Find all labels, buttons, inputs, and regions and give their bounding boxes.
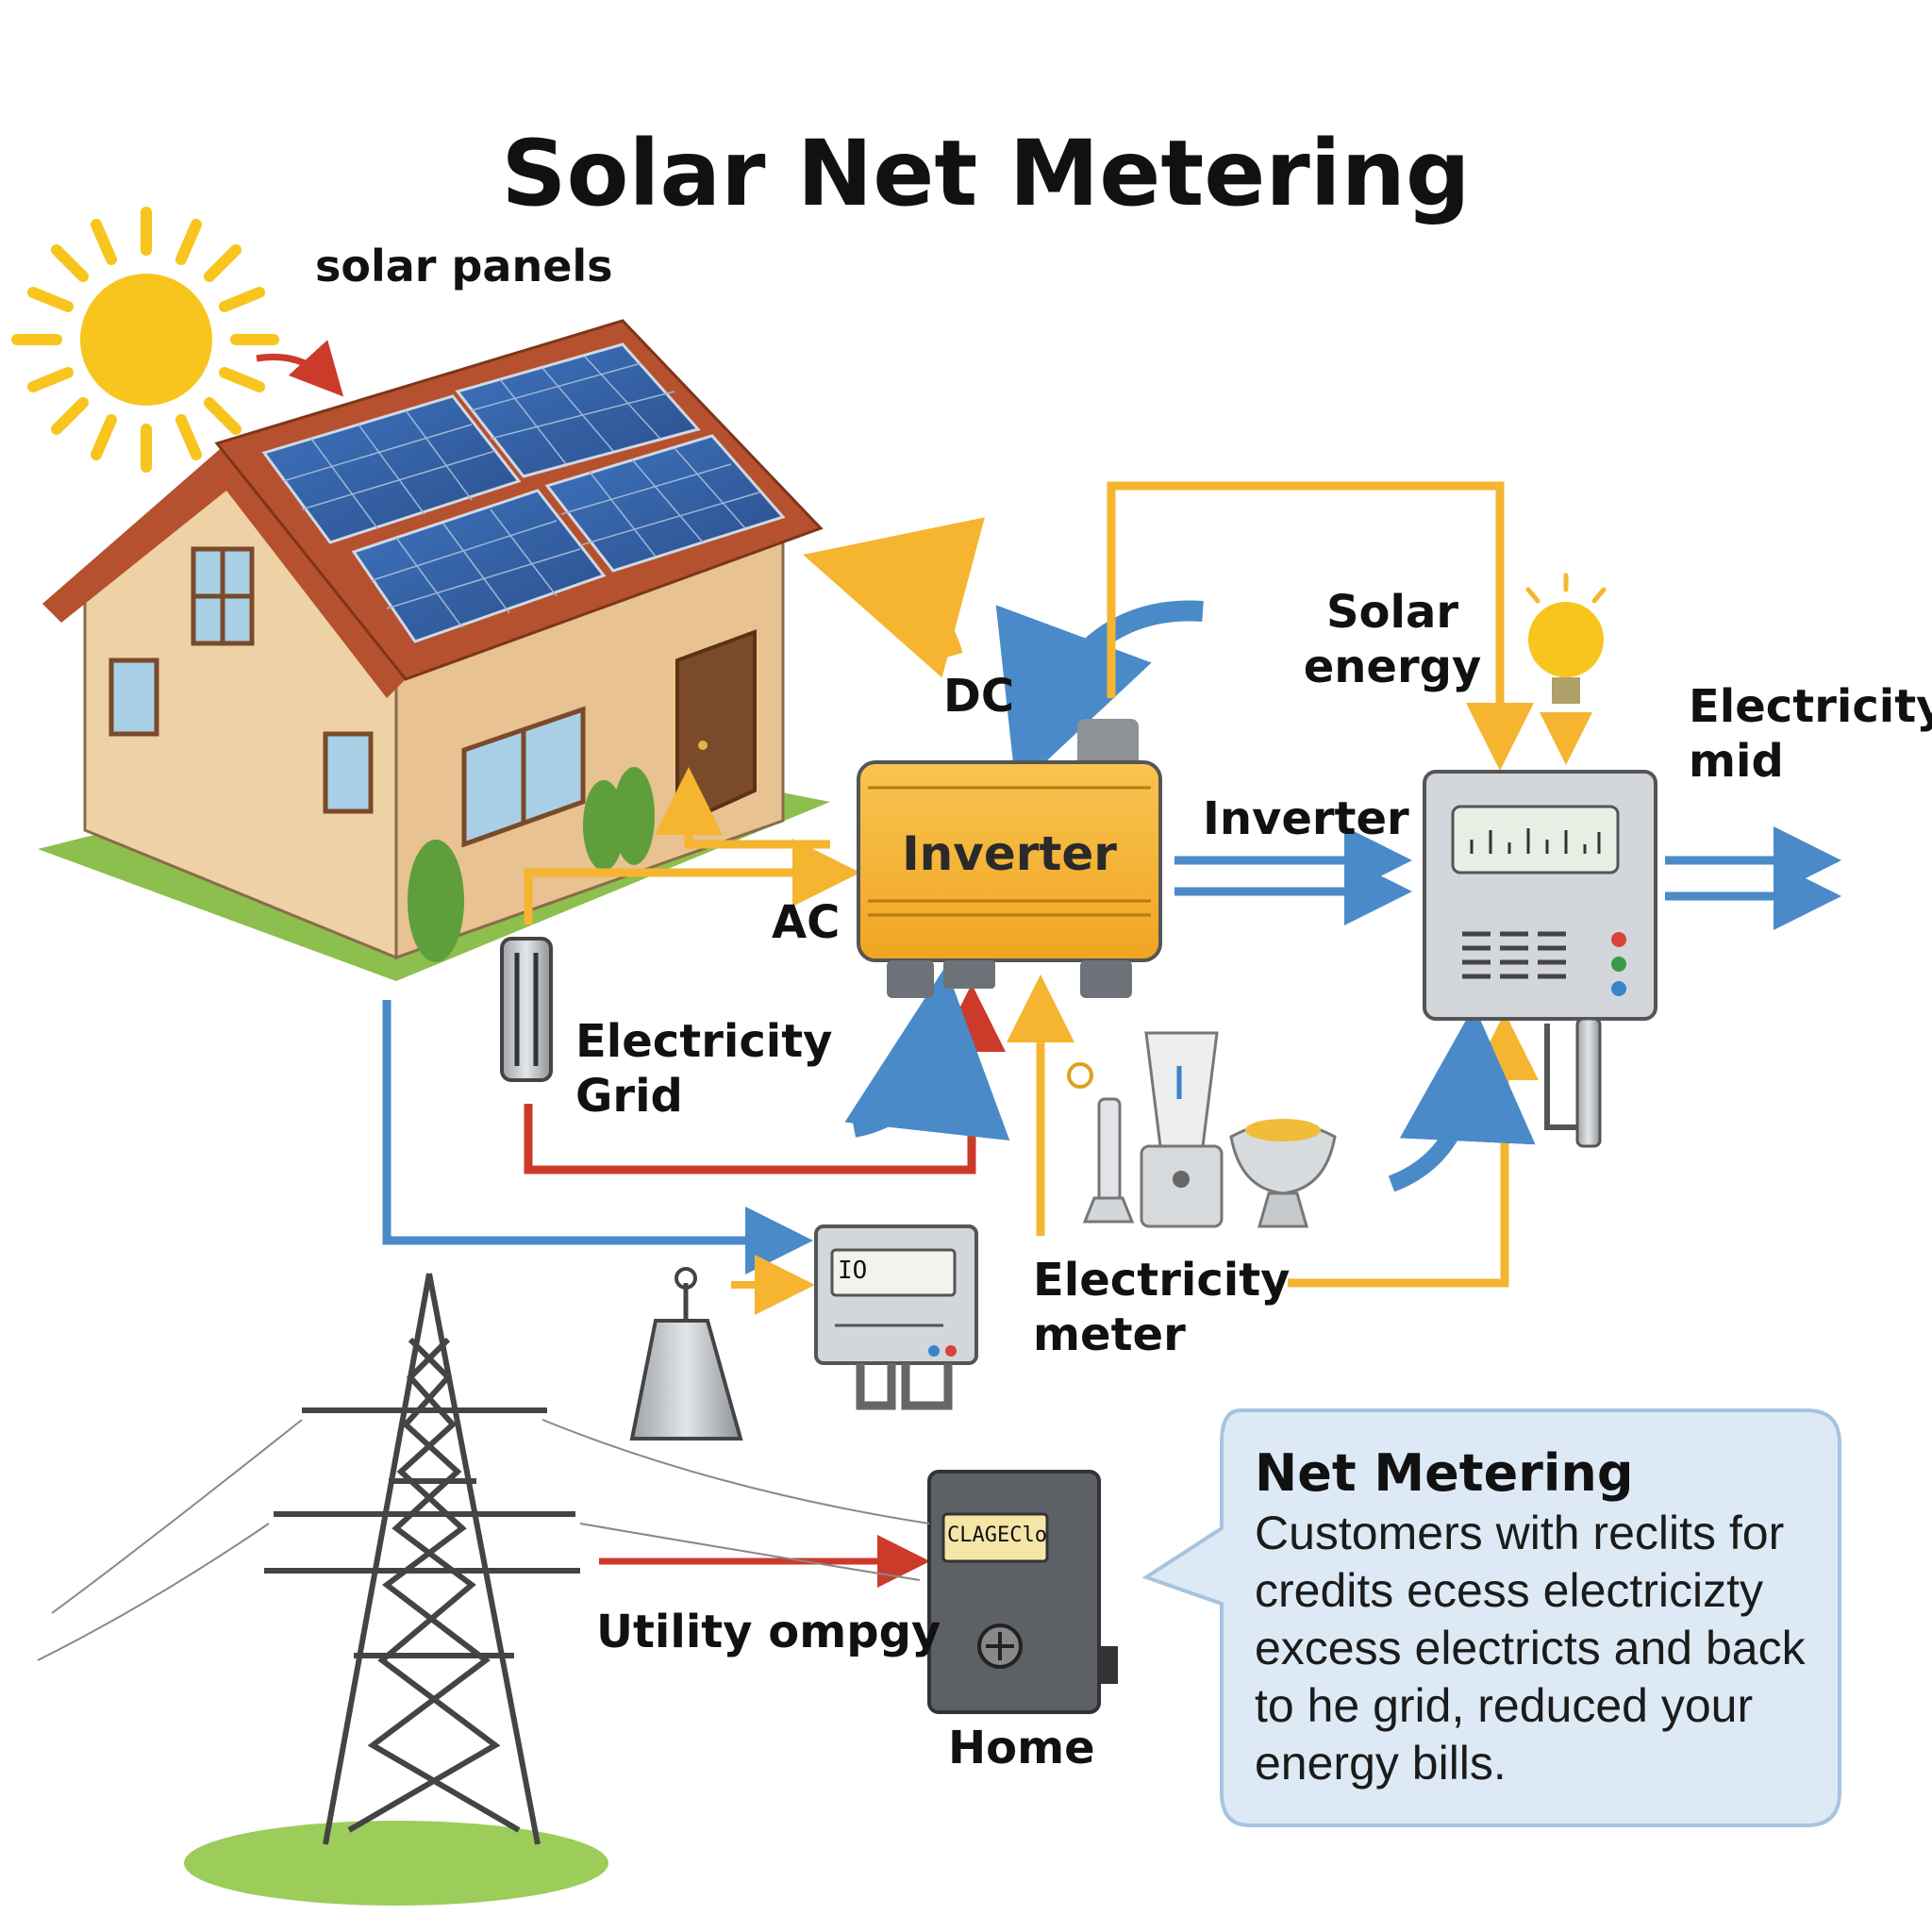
- main-meter-device: [1423, 770, 1657, 1148]
- inverter-device: [857, 719, 1162, 998]
- ac-label: AC: [772, 896, 841, 949]
- home-meter-readout: CLAGEClo: [947, 1524, 1047, 1547]
- appliance-group: [1067, 1031, 1337, 1228]
- solar-energy-label-line-1: Solar: [1325, 586, 1459, 639]
- electricity-grid-label-line-1: Electricity: [575, 1015, 833, 1068]
- return-flow-arrow: [844, 966, 1010, 1141]
- solar-energy-label: Solar energy: [1298, 585, 1487, 694]
- dc-flow-arrow: [803, 517, 985, 678]
- inverter-arrow-label: Inverter: [1203, 792, 1409, 845]
- bell-device: [629, 1267, 743, 1441]
- sun-to-panel-arrow: [256, 340, 344, 397]
- house-window: [108, 546, 586, 848]
- electricity-grid-label-line-2: Grid: [575, 1070, 683, 1123]
- page-title: Solar Net Metering: [501, 121, 1471, 226]
- solar-energy-label-line-2: energy: [1303, 641, 1482, 693]
- sun-icon: [11, 207, 279, 473]
- appliance-flow-arrow: [1388, 1006, 1536, 1192]
- transmission-tower-icon: [37, 1273, 930, 1906]
- dc-label: DC: [943, 670, 1015, 723]
- electricity-mid-label-line-1: Electricity: [1689, 680, 1932, 733]
- electricity-grid-label: Electricity Grid: [575, 1014, 832, 1124]
- callout-title: Net Metering: [1255, 1443, 1634, 1503]
- solar-energy-loop-arrow: [1107, 481, 1534, 771]
- electricity-meter-label-line-2: meter: [1033, 1308, 1186, 1361]
- grid-connector-device: [500, 937, 553, 1082]
- small-meter-device: [814, 1224, 978, 1410]
- net-metering-callout: [1141, 1408, 1841, 1827]
- solar-to-inverter-arrow: [995, 600, 1204, 790]
- electricity-mid-label: Electricity mid: [1689, 679, 1932, 789]
- home-meter-device: [927, 1470, 1118, 1714]
- utility-label: Utility ompgy: [596, 1606, 941, 1658]
- solar-panels-label: solar panels: [315, 241, 613, 291]
- ac-to-inverter-arrow: [524, 839, 860, 924]
- electricity-meter-label: Electricity meter: [1033, 1253, 1290, 1362]
- home-label: Home: [948, 1722, 1095, 1774]
- ac-flow-arrow: [655, 767, 830, 849]
- bush-icon: [408, 767, 655, 962]
- small-meter-readout: IO: [838, 1257, 868, 1285]
- inverter-box-label: Inverter: [902, 826, 1117, 881]
- callout-body: Customers with reclits for credits ecess…: [1255, 1507, 1806, 1790]
- house-to-meter-arrow: [382, 1000, 813, 1274]
- house-illustration: [38, 319, 830, 981]
- electricity-mid-label-line-2: mid: [1689, 735, 1784, 788]
- light-bulb-icon: [1525, 573, 1607, 704]
- electricity-meter-label-line-1: Electricity: [1033, 1254, 1291, 1307]
- solar-panel-array: [261, 342, 786, 643]
